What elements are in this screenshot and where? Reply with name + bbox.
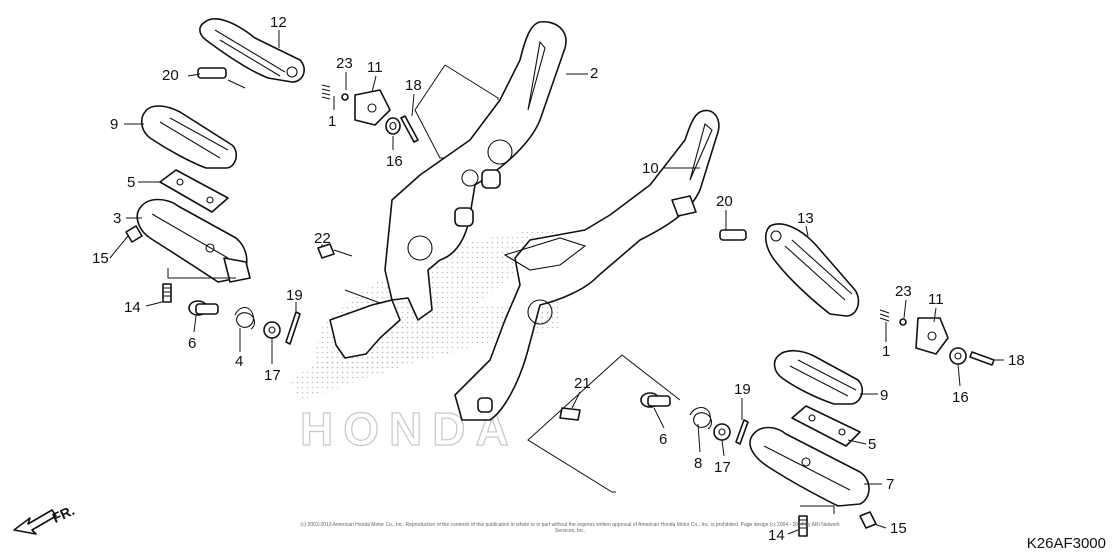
callout-22: 22 bbox=[314, 230, 331, 247]
diagram-code: K26AF3000 bbox=[1026, 535, 1106, 552]
callout-6: 6 bbox=[188, 335, 196, 352]
rubber-right-part bbox=[773, 349, 864, 405]
pin-part bbox=[197, 67, 227, 79]
bolt-14-part bbox=[162, 283, 172, 303]
callout-14: 14 bbox=[124, 299, 141, 316]
callout-18-right: 18 bbox=[1008, 352, 1025, 369]
bolt-15-right-part bbox=[859, 511, 877, 529]
callout-19-right: 19 bbox=[734, 381, 751, 398]
callout-1-right: 1 bbox=[882, 343, 890, 360]
callout-23: 23 bbox=[336, 55, 353, 72]
callout-9-right: 9 bbox=[880, 387, 888, 404]
cotter-pin-right-part bbox=[735, 419, 749, 445]
callout-5: 5 bbox=[127, 174, 135, 191]
step-holder-part bbox=[136, 198, 251, 283]
spring-part bbox=[321, 84, 349, 101]
leader-lines bbox=[109, 30, 1004, 535]
callout-17: 17 bbox=[264, 367, 281, 384]
callout-11: 11 bbox=[367, 59, 383, 76]
washer-right-part bbox=[949, 347, 995, 366]
rubber-part bbox=[140, 105, 238, 169]
bolt-22-part bbox=[317, 243, 353, 259]
callout-13: 13 bbox=[797, 210, 814, 227]
front-arrow-icon bbox=[13, 509, 57, 535]
spring-right-part bbox=[879, 309, 907, 326]
callout-1: 1 bbox=[328, 113, 336, 130]
return-spring-part bbox=[234, 306, 256, 330]
bolt-15-part bbox=[125, 225, 143, 243]
callout-7: 7 bbox=[886, 476, 894, 493]
callout-15: 15 bbox=[92, 250, 109, 267]
callout-4: 4 bbox=[235, 353, 243, 370]
pivot-pin-part bbox=[188, 300, 219, 316]
washer-17-right-part bbox=[713, 423, 731, 441]
step-holder-right-part bbox=[749, 426, 870, 507]
callout-21: 21 bbox=[574, 375, 591, 392]
pivot-pin-right-part bbox=[640, 392, 671, 408]
callout-8: 8 bbox=[694, 455, 702, 472]
copyright-notice: (c) 2003-2013 American Honda Motor Co., … bbox=[300, 522, 840, 534]
callout-numbers: 12 23 11 18 20 2 1 16 9 10 5 20 13 3 22 … bbox=[92, 14, 1025, 544]
washer-part bbox=[385, 115, 419, 143]
heel-guard-left-part bbox=[329, 299, 401, 359]
callout-6-right: 6 bbox=[659, 431, 667, 448]
footpeg-left-part bbox=[199, 18, 305, 83]
callout-12: 12 bbox=[270, 14, 287, 31]
callout-19: 19 bbox=[286, 287, 303, 304]
callout-11-right: 11 bbox=[928, 291, 944, 308]
plate-right-part bbox=[915, 317, 949, 355]
callout-5-right: 5 bbox=[868, 436, 876, 453]
callout-20: 20 bbox=[162, 67, 179, 84]
plate-5-right-part bbox=[791, 405, 861, 447]
callout-20-right: 20 bbox=[716, 193, 733, 210]
callout-14-right: 14 bbox=[768, 527, 785, 544]
group-lines bbox=[167, 64, 835, 514]
callout-17-right: 17 bbox=[714, 459, 731, 476]
main-step-holder-right-part bbox=[454, 109, 720, 421]
callout-15-right: 15 bbox=[890, 520, 907, 537]
pin-right-part bbox=[719, 229, 747, 241]
main-step-holder-left-part bbox=[384, 21, 567, 321]
bolt-21-part bbox=[559, 407, 581, 421]
washer-17-part bbox=[263, 321, 281, 339]
callout-2: 2 bbox=[590, 65, 598, 82]
plate-part bbox=[354, 89, 391, 126]
callout-9: 9 bbox=[110, 116, 118, 133]
bolt-14-right-part bbox=[798, 515, 808, 537]
callout-16-right: 16 bbox=[952, 389, 969, 406]
cotter-pin-part bbox=[285, 311, 301, 345]
callout-18: 18 bbox=[405, 77, 422, 94]
callout-10: 10 bbox=[642, 160, 659, 177]
callout-16: 16 bbox=[386, 153, 403, 170]
return-spring-right-part bbox=[689, 406, 713, 430]
callout-23-right: 23 bbox=[895, 283, 912, 300]
plate-5-part bbox=[159, 169, 229, 213]
footpeg-right-part bbox=[764, 223, 860, 317]
callout-3: 3 bbox=[113, 210, 121, 227]
